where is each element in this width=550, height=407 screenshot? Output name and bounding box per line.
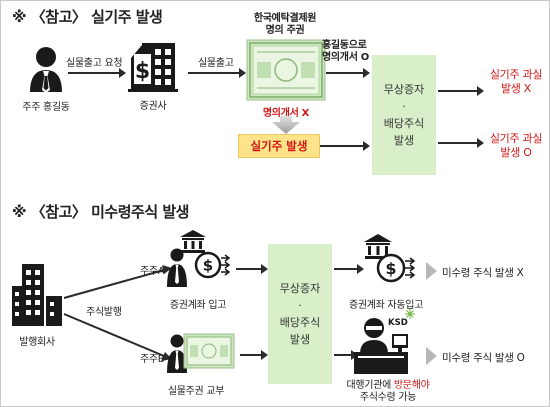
result2-line2: 발생 O xyxy=(500,146,532,159)
arrow-unclaimed xyxy=(320,141,370,151)
arrow-request xyxy=(68,68,126,78)
chevron-right-icon-2 xyxy=(426,347,437,365)
name-transfer-yes: 홍길동으로 명의개서 O xyxy=(322,40,369,64)
section2-title: ※ 〈참고〉 미수령주식 발생 xyxy=(12,203,189,221)
holder-a-desc: 증권계좌 입고 xyxy=(169,300,227,311)
holder-a-label: 주주A xyxy=(140,266,165,277)
arrow-result2 xyxy=(438,138,484,148)
svg-text:$: $ xyxy=(135,59,150,84)
green2-line2: · xyxy=(298,299,302,312)
arrow-name-transfer xyxy=(326,68,370,78)
name-transfer-yes-line1: 홍길동으로 xyxy=(322,40,367,51)
holder-a-person-icon xyxy=(167,248,187,287)
holder-b-label: 주주B xyxy=(140,354,165,365)
green1-line4: 발생 xyxy=(393,134,415,147)
green1-line1: 무상증자 xyxy=(383,83,425,96)
ksd-certificate-title: 한국예탁결제원 명의 주권 xyxy=(240,13,330,37)
issue-label: 주식발행 xyxy=(86,307,122,318)
broker-label: 증권사 xyxy=(139,101,167,112)
ksd-badge: KSD xyxy=(388,318,408,328)
visit-agent-label: 대행기관에 방문해야 주식수령 가능 xyxy=(332,380,444,404)
stock-certificate-image xyxy=(246,39,326,101)
shareholder-label: 주주 홍길동 xyxy=(22,102,70,113)
arrow-event-to-account xyxy=(334,264,364,274)
ksd-title-line2: 명의 주권 xyxy=(265,25,305,36)
result1-line2: 발생 X xyxy=(500,82,532,95)
ksd-title-line1: 한국예탁결제원 xyxy=(253,13,317,24)
green2-line3: 배당주식 xyxy=(279,316,321,329)
svg-text:$: $ xyxy=(203,257,213,275)
result1-line1: 실기주 과실 xyxy=(489,68,543,81)
green2-line4: 발생 xyxy=(289,333,311,346)
broker-building-icon: $ xyxy=(128,43,178,92)
dollar-coin-icon: $ xyxy=(194,251,231,279)
green2-line1: 무상증자 xyxy=(279,282,321,295)
holder-b-desc: 실물주권 교부 xyxy=(167,386,225,397)
visit-line1: 대행기관에 방문해야 xyxy=(332,380,444,392)
down-arrow-icon xyxy=(272,116,300,134)
bank-icon xyxy=(180,230,206,253)
visit-line1-b: 방문해야 xyxy=(393,380,430,391)
holder-b-person-icon xyxy=(167,334,187,373)
result2-line1: 실기주 과실 xyxy=(489,132,543,145)
section1-title: ※ 〈참고〉 실기주 발생 xyxy=(12,8,163,26)
sparkle-icon xyxy=(405,309,415,319)
name-transfer-no: 명의개서 X xyxy=(262,108,310,119)
arrow-b-to-event xyxy=(240,350,268,360)
chevron-right-icon-1 xyxy=(426,262,437,280)
green-event-box-2: 무상증자 · 배당주식 발생 xyxy=(268,244,332,384)
issuer-buildings-icon xyxy=(12,264,62,326)
result3-text: 미수령 주식 발생 X xyxy=(442,267,524,279)
result2-text: 실기주 과실 발생 O xyxy=(486,132,546,160)
arrow2-label: 실물출고 xyxy=(198,58,234,69)
green1-line2: · xyxy=(402,100,406,113)
green-event-box-1: 무상증자 · 배당주식 발생 xyxy=(372,55,436,175)
auto-deposit-coin-icon: $ xyxy=(376,253,416,283)
arrow-delivery xyxy=(188,68,246,78)
branch-arrows xyxy=(63,265,172,361)
issuer-label: 발행회사 xyxy=(19,337,55,348)
arrow1-label: 실물출고 요청 xyxy=(66,58,123,69)
auto-deposit-label: 증권계좌 자동입고 xyxy=(348,300,424,311)
result4-text: 미수령 주식 발생 O xyxy=(442,352,525,364)
transfer-agent-counter-icon xyxy=(354,318,408,374)
visit-line2: 주식수령 가능 xyxy=(359,392,417,403)
arrow-a-to-event xyxy=(236,264,268,274)
result1-text: 실기주 과실 발생 X xyxy=(486,68,546,96)
paper-certificate-icon xyxy=(183,333,235,369)
auto-deposit-bank-icon xyxy=(364,234,392,259)
svg-text:$: $ xyxy=(385,259,396,278)
name-transfer-yes-line2: 명의개서 O xyxy=(322,52,369,63)
unclaimed-stock-box: 실기주 발생 xyxy=(238,134,320,158)
shareholder-person-icon xyxy=(30,47,62,93)
green1-line3: 배당주식 xyxy=(383,117,425,130)
visit-line1-a: 대행기관에 xyxy=(346,380,394,391)
arrow-result1 xyxy=(438,86,484,96)
